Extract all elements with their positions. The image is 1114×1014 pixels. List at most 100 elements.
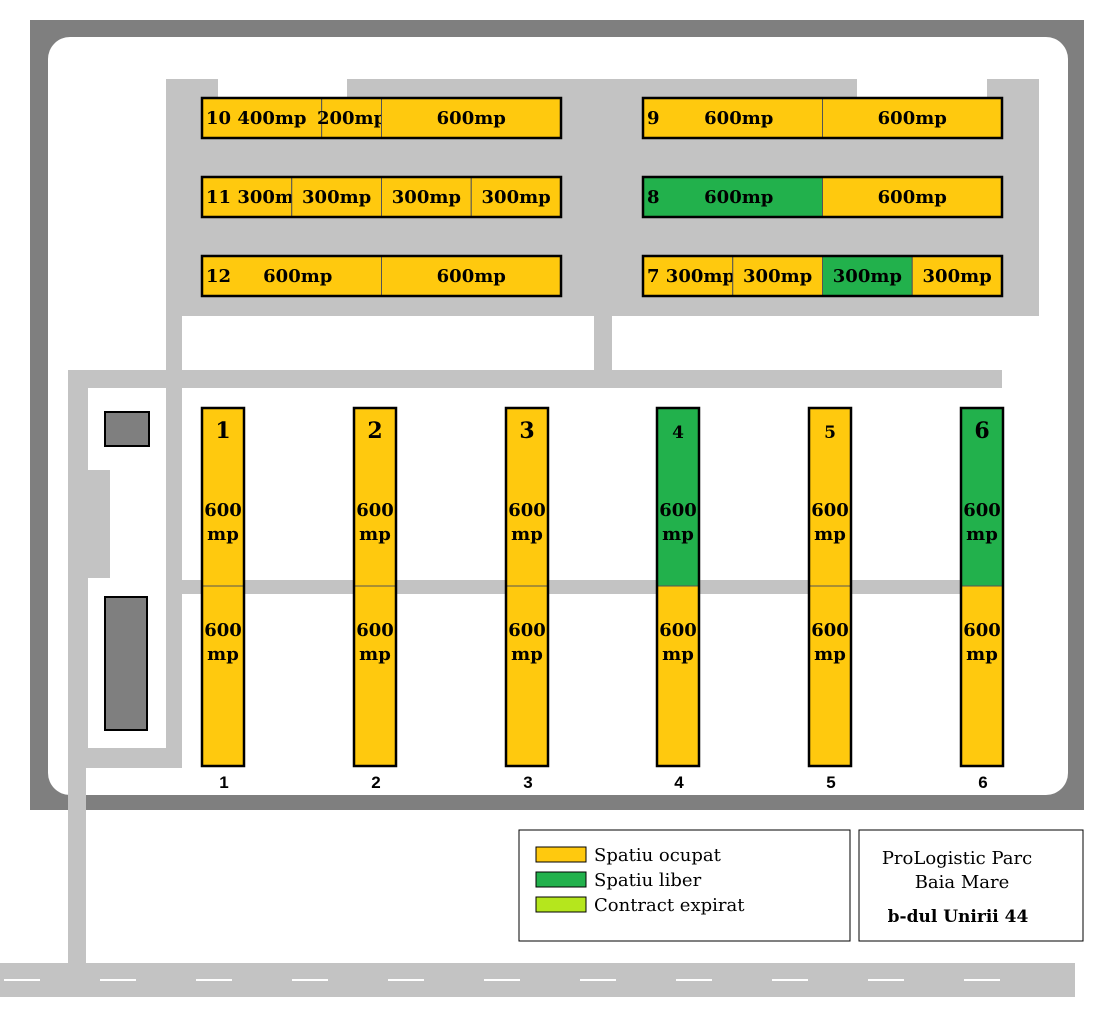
building-outline: [641, 254, 1004, 298]
building-outline: [504, 406, 550, 768]
unit-cell-top[interactable]: [961, 408, 1003, 586]
building-outline: [641, 96, 1004, 140]
unit-top-unit: mp: [966, 524, 998, 545]
unit-label: 300mp: [302, 187, 371, 208]
west-road-notch: [88, 470, 110, 578]
building-outline: [200, 254, 563, 298]
unit-bottom-area: 600: [356, 620, 394, 641]
unit-cell[interactable]: [381, 97, 562, 139]
lane-dash: [4, 979, 40, 981]
courtyard-mid-strip-8: [762, 390, 808, 580]
unit-bottom-unit: mp: [359, 644, 391, 665]
info-park-name: ProLogistic Parc: [882, 848, 1032, 869]
courtyard-north-left: [218, 48, 347, 79]
unit-label: 300mp: [743, 266, 812, 287]
courtyard-upper-left: [184, 318, 592, 370]
building-number: 3: [519, 418, 534, 444]
unit-bottom-area: 600: [508, 620, 546, 641]
legend-item-expired: Contract expirat: [535, 895, 745, 916]
building-number: 1: [215, 418, 230, 444]
unit-cell-bottom[interactable]: [961, 586, 1003, 766]
building-outline: [200, 96, 563, 140]
road-north-upper: [347, 79, 857, 97]
unit-cell-bottom[interactable]: [809, 586, 851, 766]
unit-cell[interactable]: [470, 176, 562, 218]
west-road-bump: [88, 470, 110, 578]
building-number: 4: [672, 423, 684, 443]
unit-top-area: 600: [204, 500, 242, 521]
unit-cell-bottom[interactable]: [202, 586, 244, 766]
unit-label: 300mp: [482, 187, 551, 208]
axis-label: 5: [826, 773, 835, 792]
unit-cell-top[interactable]: [354, 408, 396, 586]
axis-label: 4: [674, 773, 684, 792]
unit-cell-bottom[interactable]: [506, 586, 548, 766]
lane-dash: [772, 979, 808, 981]
unit-top-area: 600: [356, 500, 394, 521]
unit-top-unit: mp: [511, 524, 543, 545]
unit-cell-top[interactable]: [506, 408, 548, 586]
unit-cell[interactable]: [321, 97, 382, 139]
legend-label: Spatiu ocupat: [594, 845, 722, 866]
courtyard-mid-strip-2: [306, 390, 352, 580]
unit-label: 600mp: [437, 108, 506, 129]
road-north-left-stub: [166, 79, 218, 97]
building-outline: [641, 175, 1004, 219]
building-number: 5: [824, 423, 836, 443]
unit-top-area: 600: [508, 500, 546, 521]
unit-bottom-unit: mp: [207, 644, 239, 665]
lane-dash: [292, 979, 328, 981]
lane-dash: [964, 979, 1000, 981]
unit-cell[interactable]: [201, 176, 293, 218]
unit-top-unit: mp: [662, 524, 694, 545]
lane-dash: [100, 979, 136, 981]
legend-label: Contract expirat: [594, 895, 745, 916]
unit-cell-top[interactable]: [809, 408, 851, 586]
courtyard-mid-strip-10: [912, 390, 958, 580]
lane-dash: [196, 979, 232, 981]
unit-label: 300mp: [833, 266, 902, 287]
building-number: 2: [367, 418, 382, 444]
unit-cell-top[interactable]: [657, 408, 699, 586]
unit-cell-top[interactable]: [202, 408, 244, 586]
legend-swatch: [535, 871, 587, 888]
legend-item-occupied: Spatiu ocupat: [535, 845, 722, 866]
info-frame: [858, 829, 1084, 942]
unit-bottom-area: 600: [659, 620, 697, 641]
unit-label: 600mp: [704, 187, 773, 208]
unit-cell-bottom[interactable]: [354, 586, 396, 766]
unit-label: 600mp: [437, 266, 506, 287]
lane-dash: [484, 979, 520, 981]
road-south-main: [0, 963, 1075, 997]
unit-top-unit: mp: [207, 524, 239, 545]
building-number: 9: [647, 108, 660, 129]
lane-markings: [4, 979, 1000, 981]
axis-label: 2: [371, 773, 380, 792]
legend-swatch: [535, 896, 587, 913]
unit-cell-bottom[interactable]: [657, 586, 699, 766]
building-12[interactable]: 600mp 600mp 12: [200, 254, 563, 298]
axis-label: 1: [219, 773, 228, 792]
building-number: 6: [974, 418, 989, 444]
unit-label: 600mp: [263, 266, 332, 287]
unit-bottom-unit: mp: [511, 644, 543, 665]
unit-cell[interactable]: [822, 97, 1003, 139]
courtyard-north-right: [857, 48, 987, 79]
building-number: 12: [206, 266, 231, 287]
unit-bottom-unit: mp: [966, 644, 998, 665]
unit-label: 7 300mp: [647, 266, 735, 287]
legend-label: Spatiu liber: [594, 870, 702, 891]
